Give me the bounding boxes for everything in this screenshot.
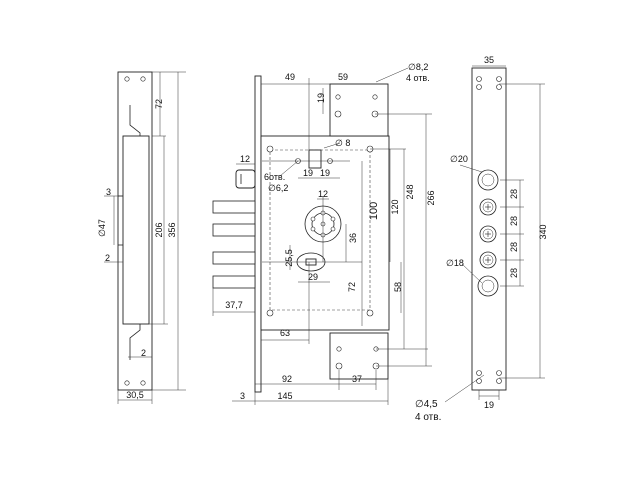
dim-25-5: 25,5 — [284, 249, 294, 267]
left-plate-screw-hole — [124, 76, 130, 82]
dim-36: 36 — [348, 233, 358, 243]
dim-12-latch: 12 — [240, 154, 250, 164]
lower-extension — [329, 332, 389, 380]
dim-356: 356 — [167, 222, 177, 237]
left-plate-screw-hole — [140, 380, 146, 386]
dim-58: 58 — [393, 282, 403, 292]
dim-248: 248 — [405, 184, 415, 199]
holes-4-right: 4 отв. — [415, 412, 441, 423]
dim-59: 59 — [338, 72, 348, 82]
dim-3-faceplate: 3 — [240, 391, 245, 401]
bolt-2 — [212, 223, 256, 237]
dim-266: 266 — [426, 190, 436, 205]
dim-29: 29 — [308, 272, 318, 282]
dim-2: 2 — [105, 253, 110, 263]
dim-diameter-4-5: ∅4,5 — [415, 399, 438, 410]
latch — [235, 169, 256, 189]
dim-19-vertical: 19 — [316, 93, 326, 103]
dim-3: 3 — [106, 187, 111, 197]
right-strike-plate: 35 ∅20 28 28 28 28 340 ∅18 ∅4,5 4 отв. 1… — [415, 55, 548, 423]
left-plate-screw-hole — [140, 76, 146, 82]
lock-faceplate — [254, 75, 262, 393]
dim-28-c: 28 — [509, 242, 519, 252]
dim-92: 92 — [282, 374, 292, 384]
lock-body: 49 59 ∅8,2 4 отв. 19 ∅ 8 12 6отв. ∅6,2 1… — [212, 62, 436, 405]
left-plate-screw-hole — [124, 380, 130, 386]
dim-diameter-47: ∅47 — [97, 219, 107, 237]
dim-diameter-8: ∅ 8 — [335, 138, 350, 148]
dim-120: 120 — [390, 199, 400, 214]
dim-19-b: 19 — [320, 168, 330, 178]
dim-49: 49 — [285, 72, 295, 82]
dim-diameter-6-2: ∅6,2 — [268, 183, 288, 193]
dim-100: 100 — [368, 202, 380, 220]
dim-28-b: 28 — [509, 216, 519, 226]
dim-63: 63 — [280, 328, 290, 338]
left-plate-slot — [122, 135, 150, 325]
dim-340: 340 — [538, 224, 548, 239]
holes-4-upper: 4 отв. — [406, 73, 430, 83]
dim-30-5: 30,5 — [126, 390, 144, 400]
upper-extension — [329, 83, 389, 137]
spindle-block — [308, 149, 322, 169]
dim-2-bottom: 2 — [141, 348, 146, 358]
bolt-3 — [212, 251, 256, 265]
dim-19-right: 19 — [484, 400, 494, 410]
bolt-4 — [212, 275, 256, 289]
holes-6: 6отв. — [264, 172, 285, 182]
dim-12-cam: 12 — [318, 189, 328, 199]
left-plate-spring — [129, 105, 141, 136]
dim-28-d: 28 — [509, 268, 519, 278]
dim-diameter-18: ∅18 — [446, 258, 464, 268]
bolt-1 — [212, 200, 256, 214]
dim-diameter-8-2: ∅8,2 — [408, 62, 428, 72]
strike-bolt-holes — [477, 169, 499, 297]
dim-145: 145 — [277, 391, 292, 401]
dim-diameter-20: ∅20 — [450, 154, 468, 164]
dim-72: 72 — [154, 99, 164, 109]
dim-28-a: 28 — [509, 189, 519, 199]
dim-19-a: 19 — [303, 168, 313, 178]
dim-37-7: 37,7 — [225, 300, 243, 310]
dim-37: 37 — [352, 374, 362, 384]
dim-35: 35 — [484, 55, 494, 65]
left-plate-spring — [129, 324, 141, 360]
dim-206: 206 — [154, 222, 164, 237]
dim-72-vertical: 72 — [347, 282, 357, 292]
left-strike-plate: 72 356 206 3 ∅47 2 2 30,5 — [97, 71, 186, 404]
